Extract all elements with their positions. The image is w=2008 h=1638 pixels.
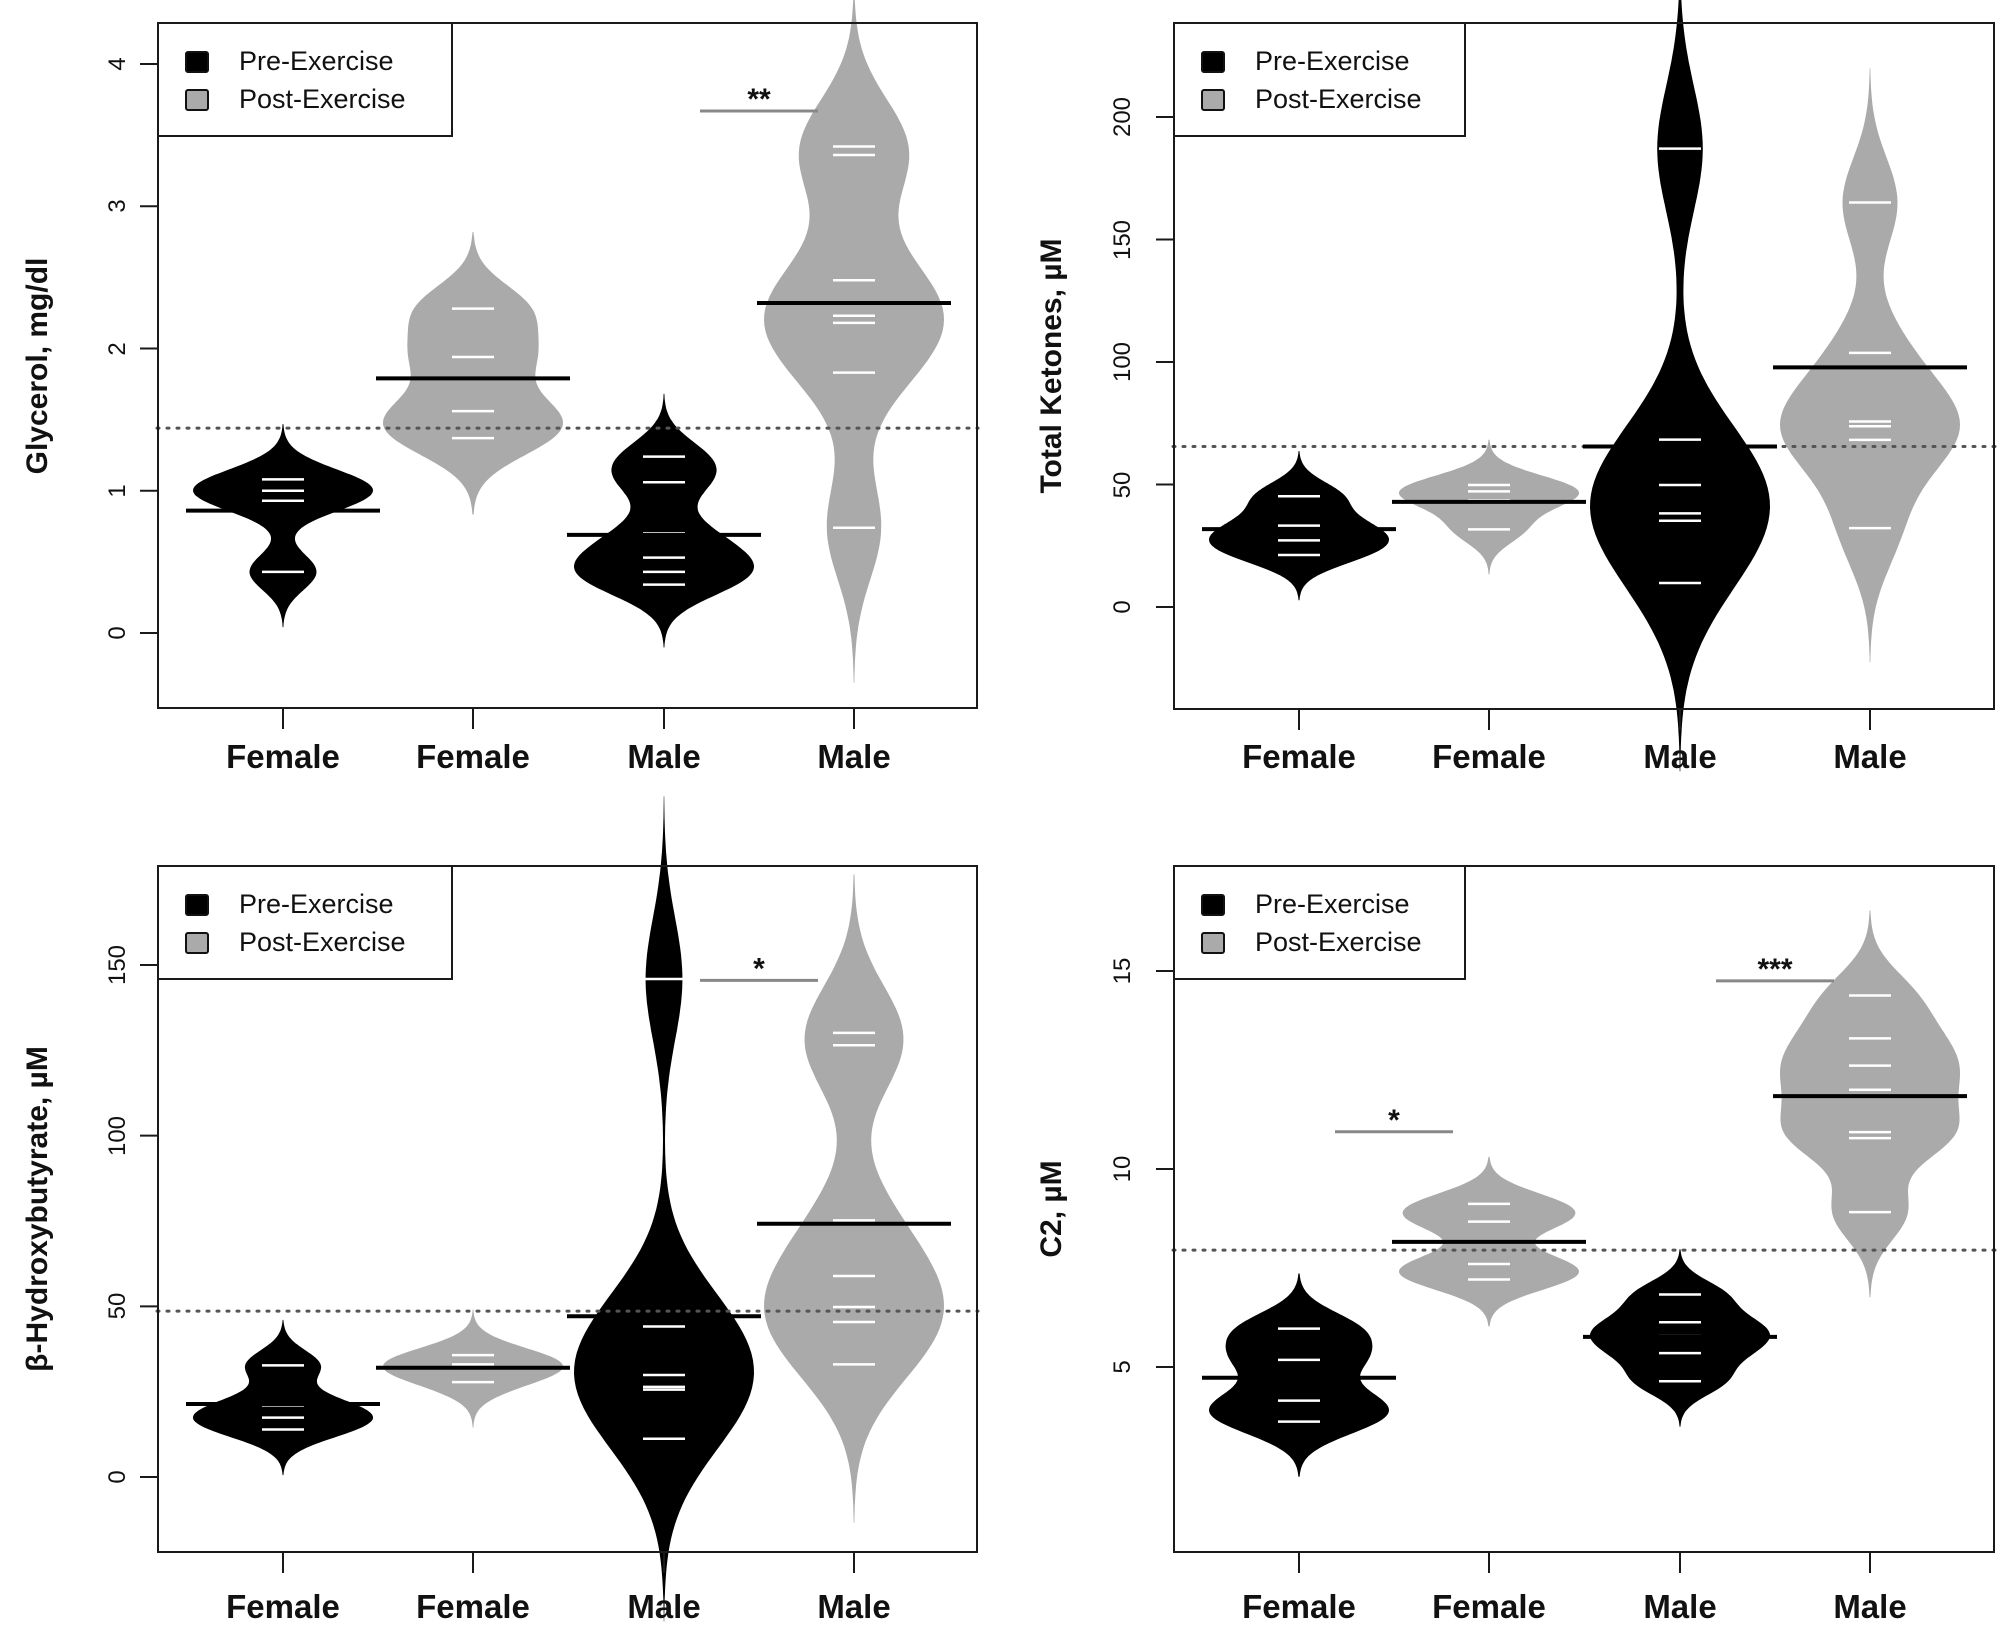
violin-pre [574, 393, 754, 648]
legend-swatch-icon [185, 893, 209, 916]
legend-label: Post-Exercise [239, 927, 406, 957]
violin-pre [193, 1319, 373, 1476]
plot-2: * [140, 796, 980, 1622]
y-tick-label: 1 [104, 484, 131, 498]
y-tick-label: 4 [104, 57, 131, 71]
x-tick-label: Male [1833, 738, 1907, 775]
violin-post [764, 874, 944, 1523]
significance-label: ** [747, 83, 771, 116]
x-tick-label: Female [1242, 1588, 1356, 1625]
legend-swatch-icon [185, 50, 209, 73]
y-tick-label: 2 [104, 341, 131, 356]
plot-3: **** [1156, 910, 1997, 1573]
x-tick-label: Female [1432, 1588, 1546, 1625]
x-tick-label: Male [1643, 1588, 1717, 1625]
legend-item-pre-exercise: Pre-Exercise [185, 46, 394, 77]
y-tick-label: 200 [1109, 96, 1136, 138]
violin-post [1399, 439, 1579, 575]
x-tick-label: Male [1833, 1588, 1907, 1625]
plot-0: ** [140, 0, 980, 729]
violin-pre [574, 796, 754, 1622]
significance-label: * [753, 952, 765, 985]
y-tick-label: 10 [1109, 1155, 1136, 1183]
x-tick-label: Male [627, 1588, 701, 1625]
significance-label: * [1388, 1104, 1400, 1137]
x-tick-label: Male [627, 738, 701, 775]
y-tick-label: 0 [104, 626, 131, 640]
y-tick-label: 150 [104, 944, 131, 986]
y-tick-label: 100 [104, 1115, 131, 1156]
legend-item-post-exercise: Post-Exercise [185, 84, 406, 115]
legend-swatch-icon [185, 931, 209, 954]
legend-label: Pre-Exercise [1255, 889, 1410, 919]
y-tick-label: 5 [1109, 1360, 1136, 1374]
x-tick-label: Female [226, 1588, 340, 1625]
legend-item-post-exercise: Post-Exercise [1201, 84, 1422, 115]
plot-area-border [1173, 22, 1995, 710]
y-tick-label: 0 [104, 1470, 131, 1484]
legend-swatch-icon [1201, 50, 1225, 73]
x-tick-label: Male [817, 1588, 891, 1625]
y-tick-label: 0 [1109, 600, 1136, 614]
x-tick-label: Female [416, 738, 530, 775]
legend-label: Pre-Exercise [239, 46, 394, 76]
legend-item-post-exercise: Post-Exercise [185, 927, 406, 958]
legend-item-pre-exercise: Pre-Exercise [1201, 889, 1410, 920]
legend-label: Post-Exercise [1255, 927, 1422, 957]
legend-item-pre-exercise: Pre-Exercise [185, 889, 394, 920]
legend-swatch-icon [1201, 893, 1225, 916]
plot-area-border [157, 22, 978, 709]
plot-area-border [1173, 865, 1995, 1553]
x-tick-label: Female [1432, 738, 1546, 775]
x-tick-label: Female [226, 738, 340, 775]
legend-label: Post-Exercise [239, 84, 406, 114]
legend-swatch-icon [185, 88, 209, 111]
violin-pre [1209, 1273, 1389, 1477]
y-tick-label: 15 [1109, 957, 1136, 985]
y-tick-label: 50 [1109, 471, 1136, 498]
x-tick-label: Female [416, 1588, 530, 1625]
y-tick-label: 3 [104, 199, 131, 213]
legend-item-pre-exercise: Pre-Exercise [1201, 46, 1410, 77]
violin-post [383, 232, 563, 515]
y-tick-label: 100 [1109, 341, 1136, 383]
x-tick-label: Male [1643, 738, 1717, 775]
violin-pre [1590, 0, 1770, 772]
plot-1 [1156, 0, 1997, 772]
y-tick-label: 150 [1109, 219, 1136, 260]
violin-pre [193, 424, 373, 628]
violin-post [764, 0, 944, 683]
x-tick-label: Male [817, 738, 891, 775]
violin-post [1780, 68, 1960, 663]
legend-swatch-icon [1201, 931, 1225, 954]
significance-label: *** [1757, 953, 1792, 986]
x-tick-label: Female [1242, 738, 1356, 775]
legend-label: Pre-Exercise [239, 889, 394, 919]
y-tick-label: 50 [104, 1292, 131, 1320]
plot-area-border [157, 865, 978, 1553]
legend-swatch-icon [1201, 88, 1225, 111]
legend-label: Post-Exercise [1255, 84, 1422, 114]
legend-label: Pre-Exercise [1255, 46, 1410, 76]
legend-item-post-exercise: Post-Exercise [1201, 927, 1422, 958]
violin-post [1780, 910, 1960, 1298]
